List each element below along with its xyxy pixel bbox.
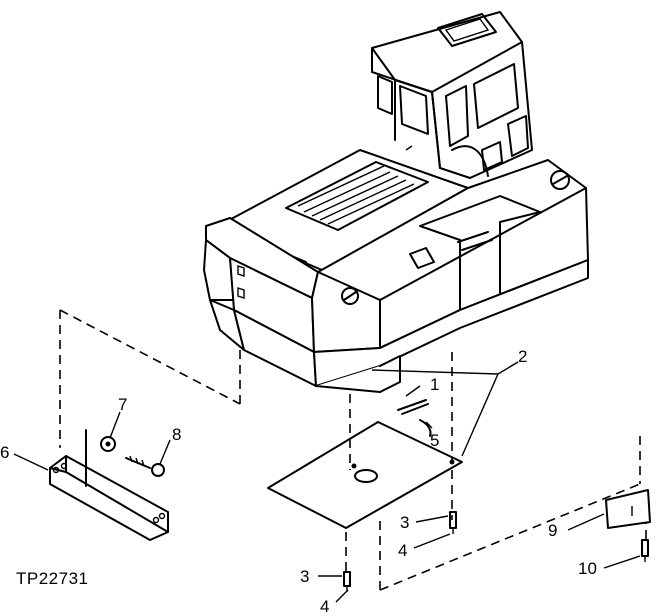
- callout-4-lower: 4: [320, 597, 329, 616]
- callout-8: 8: [172, 425, 181, 444]
- cover-plate: [605, 489, 651, 529]
- bolt: [125, 455, 165, 477]
- figure-id: TP22731: [16, 569, 89, 588]
- callout-leaders: [13, 361, 641, 603]
- washer: [100, 436, 116, 452]
- callout-3-lower: 3: [300, 567, 309, 586]
- callout-10: 10: [578, 559, 597, 578]
- operator-cab: [371, 11, 533, 179]
- callout-2: 2: [518, 347, 527, 366]
- callout-9: 9: [548, 521, 557, 540]
- callout-4-upper: 4: [398, 541, 407, 560]
- side-compartments: [311, 159, 589, 393]
- callout-7: 7: [118, 395, 127, 414]
- explosion-guides: [59, 309, 647, 591]
- callout-5: 5: [430, 431, 439, 450]
- callout-6: 6: [0, 443, 9, 462]
- excavator-upperstructure: [203, 11, 589, 393]
- mounting-bracket: [49, 429, 169, 541]
- screw: [641, 539, 649, 562]
- bottom-guard-assembly: [267, 352, 463, 592]
- callout-3-upper: 3: [400, 513, 409, 532]
- callout-1: 1: [430, 375, 439, 394]
